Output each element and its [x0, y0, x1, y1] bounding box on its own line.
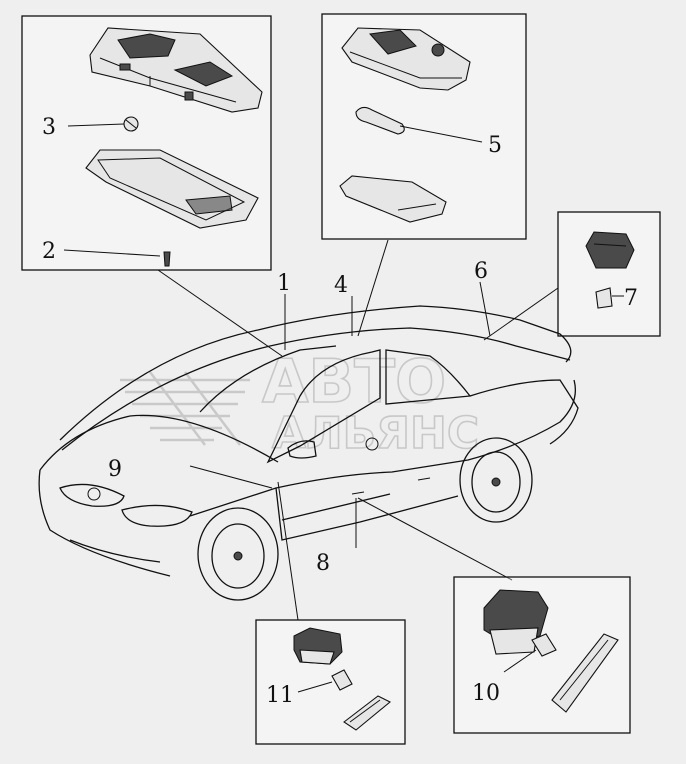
watermark-line2: АЛЬЯНС	[272, 408, 479, 459]
trunk-lamp-box	[557, 211, 661, 337]
plate-lamp-housing	[293, 627, 343, 665]
callout-7: 7	[624, 286, 638, 311]
leader-9	[189, 465, 273, 489]
map-lamp-housing	[341, 27, 471, 91]
callout-3: 3	[42, 115, 56, 140]
callout-9: 9	[108, 457, 122, 482]
callout-5: 5	[488, 133, 502, 158]
leader-plate	[277, 481, 299, 621]
dome-lamp-screw	[163, 251, 171, 267]
courtesy-lamp-housing	[483, 589, 549, 655]
callout-8: 8	[316, 551, 330, 576]
courtesy-lamp-lens	[551, 633, 619, 713]
courtesy-lamp-bulb	[531, 633, 557, 657]
front-wheel	[197, 507, 279, 601]
dome-lamp-lens	[85, 149, 259, 229]
trunk-lamp-socket	[585, 231, 635, 269]
callout-1: 1	[277, 271, 291, 296]
dome-lamp-housing	[89, 27, 263, 113]
leader-trunk	[483, 287, 559, 341]
leader-6	[479, 281, 491, 337]
callout-4: 4	[334, 273, 348, 298]
plate-lamp-bulb	[331, 669, 353, 691]
leader-map	[357, 239, 389, 337]
car-body	[38, 305, 579, 601]
leader-courtesy	[357, 497, 513, 581]
dome-lamp-bulb-socket	[123, 116, 139, 132]
callout-10: 10	[472, 681, 500, 706]
rear-wheel	[459, 437, 533, 523]
plate-lamp-lens	[343, 695, 392, 731]
leader-dome	[157, 269, 283, 357]
callout-6: 6	[474, 259, 488, 284]
trunk-lamp-bulb	[595, 287, 613, 309]
watermark-line1: АВТО	[262, 347, 446, 417]
callout-2: 2	[42, 239, 56, 264]
map-lamp-bulb	[355, 106, 405, 135]
map-lamp-lens	[339, 175, 447, 223]
watermark-logo	[120, 371, 250, 446]
callout-11: 11	[266, 683, 294, 708]
